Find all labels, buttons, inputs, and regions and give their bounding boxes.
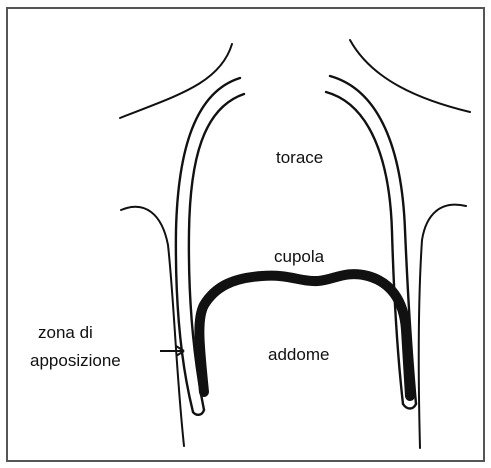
- left-rib-tip: [193, 410, 204, 415]
- left-neck-line: [120, 44, 232, 118]
- left-body-wall: [121, 207, 184, 446]
- right-rib-tip: [403, 404, 416, 409]
- right-body-wall: [419, 205, 466, 448]
- label-addome: addome: [268, 345, 329, 364]
- label-torace: torace: [276, 148, 323, 167]
- right-rib-inner: [326, 92, 403, 404]
- label-zona-di: zona di: [38, 323, 93, 342]
- diaphragm-dome: [199, 274, 410, 396]
- label-cupola: cupola: [274, 247, 325, 266]
- label-apposizione: apposizione: [30, 351, 121, 370]
